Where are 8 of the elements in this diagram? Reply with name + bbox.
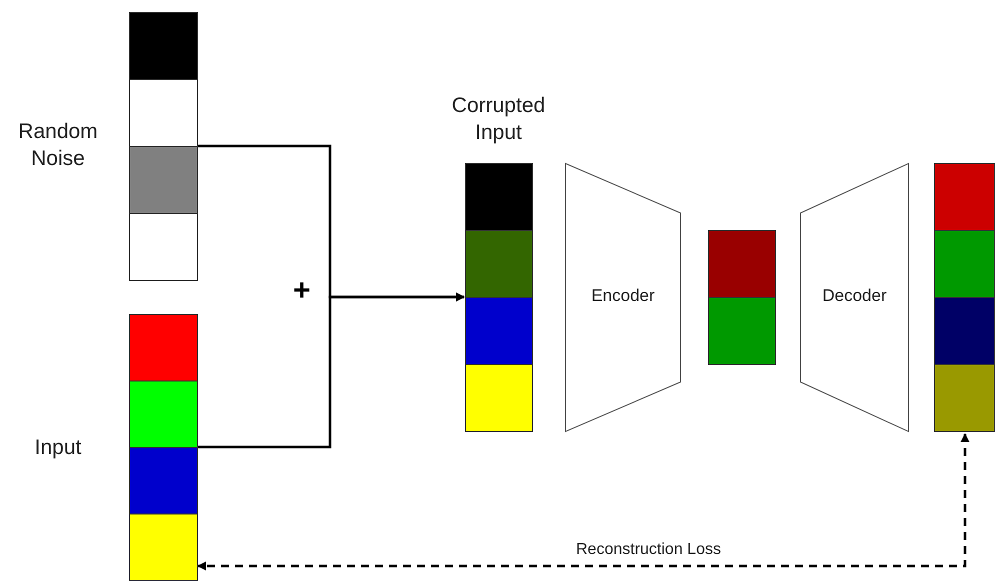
vector-label: Input [34, 435, 82, 461]
plus-sign: + [293, 276, 311, 306]
arrow [198, 292, 465, 448]
block-label: Encoder [590, 285, 656, 307]
vector-label: Corrupted Input [450, 93, 546, 146]
block-label: Decoder [821, 285, 888, 307]
vector-label: Random Noise [17, 119, 99, 172]
arrow [197, 433, 970, 570]
